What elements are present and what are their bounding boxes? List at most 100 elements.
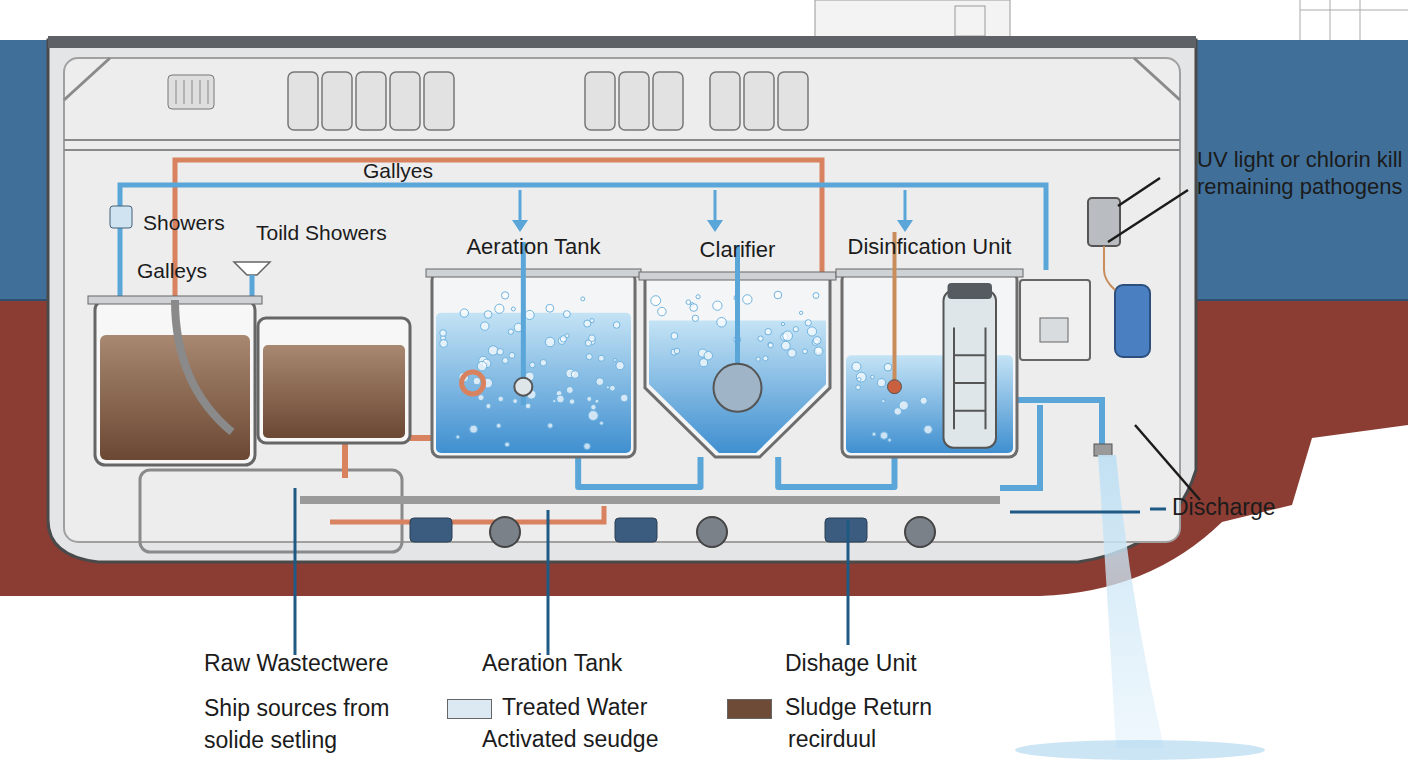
air-bubble [591,405,596,410]
air-bubble [924,425,932,433]
air-bubble [871,375,875,379]
air-bubble [768,343,773,348]
pump [905,517,935,547]
pipe-connector [578,457,700,487]
air-bubble [525,403,531,409]
air-bubble [783,331,793,341]
storage-drum [390,72,420,130]
air-bubble [598,355,604,361]
legend-swatch [447,699,492,719]
air-bubble [548,423,553,428]
air-bubble [496,423,501,428]
air-bubble [793,327,798,332]
treatment-tank: Clarifier [645,275,830,457]
air-bubble [584,443,590,449]
treatment-tank: Disinfication Unit [842,272,1017,457]
air-bubble [581,297,585,301]
air-bubble [569,399,574,404]
air-bubble [477,361,486,370]
flow-arrow [520,190,905,224]
air-bubble [758,336,763,341]
air-bubble [894,408,902,416]
air-bubble [920,397,927,404]
pump-motor [615,518,657,542]
air-bubble [498,396,503,401]
air-bubble [696,295,700,299]
pump-motor [410,518,452,542]
air-bubble [595,399,599,403]
air-bubble [587,396,592,401]
air-bubble [763,356,768,361]
air-bubble [802,349,807,354]
uv-cylinder [1115,285,1150,357]
air-bubble [484,311,492,319]
air-bubble [600,421,604,425]
hull-interior [48,40,1196,562]
air-bubble [658,307,666,315]
tank-liquid [436,313,631,453]
storage-drum [653,72,683,130]
sump-outline [140,470,402,552]
air-bubble [596,378,604,386]
air-bubble [743,295,752,304]
air-bubble [852,362,861,371]
air-bubble [508,329,513,334]
air-bubble [545,337,555,347]
uv-reactor-cap [948,283,993,299]
air-bubble [692,315,698,321]
control-box [1020,280,1090,360]
shower-fitting [110,206,132,228]
sludge-return-inlet [462,372,484,394]
inlet-pipe [175,300,232,432]
clarifier-pipe [735,245,740,375]
air-bubble [616,362,624,370]
air-bubble [813,293,819,299]
air-bubble [589,335,596,342]
legend-text: Sludge Return [785,694,932,720]
source-label: Galleys [137,258,207,284]
air-bubble [486,404,491,409]
air-bubble [765,328,772,335]
air-bubble [546,304,554,312]
air-bubble [799,311,802,314]
storage-drum [619,72,649,130]
part-label: Dishage Unit [785,650,917,676]
air-bubble [856,385,861,390]
air-bubble [856,372,866,382]
legend-text: Treated Water [502,694,647,720]
air-bubble [813,337,821,345]
air-bubble [704,351,712,359]
callout-note: UV light or chlorin kill remaining patho… [1197,146,1407,200]
leader-line [295,488,848,655]
shelf [64,140,1180,150]
leader-line [1135,425,1200,500]
air-bubble [781,322,784,325]
storage-drum [424,72,454,130]
mast-lines [1300,0,1408,40]
air-bubble [690,304,698,312]
air-bubble [497,349,504,356]
storage-drum [710,72,740,130]
air-bubble [588,411,598,421]
discharge-pipe [1017,400,1102,448]
air-bubble [488,346,497,355]
uv-ladder [954,328,986,430]
air-bubble [888,438,891,441]
leader-line [1010,509,1166,512]
air-bubble [613,358,616,361]
pipe-connector [778,457,894,487]
air-bubble [473,377,481,385]
storage-drum [778,72,808,130]
air-bubble [530,362,536,368]
air-bubble [788,349,796,357]
settling-fill [263,345,405,438]
air-bubble [470,425,478,433]
part-label: Raw Wastectwere [204,650,388,676]
treatment-tank: Aeration Tank [432,272,635,457]
air-bubble [571,371,579,379]
tank-outline [842,272,1017,457]
air-bubble [565,334,569,338]
air-bubble [460,309,468,317]
tank-rim [836,269,1023,277]
